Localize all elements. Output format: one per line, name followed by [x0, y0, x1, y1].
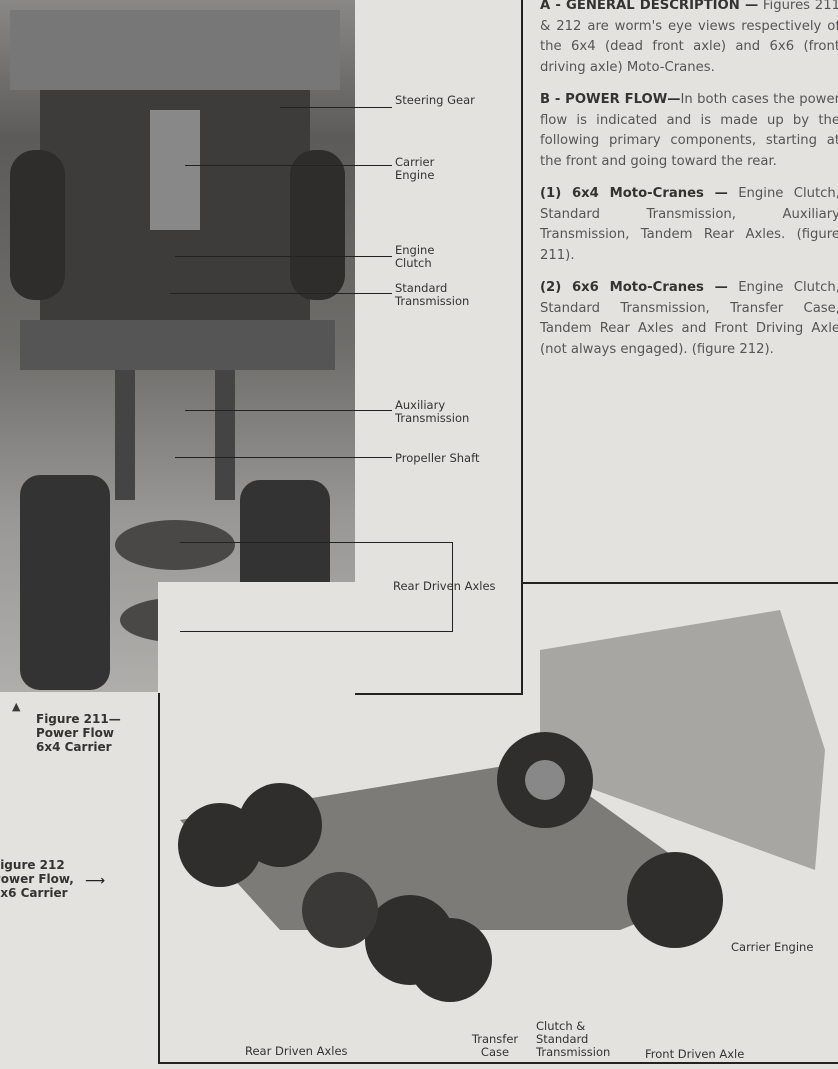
label-carrier-engine-212: Carrier Engine — [731, 940, 814, 954]
section-a-body: Figures 211 & 212 are worm's eye views r… — [540, 0, 838, 75]
figure-212-frame-mask — [158, 582, 521, 693]
label-steering-gear: Steering Gear — [395, 93, 475, 107]
label-engine-clutch: Engine Clutch — [395, 243, 435, 270]
body-text-column: A - GENERAL DESCRIPTION — Figures 211 & … — [540, 0, 838, 372]
item-2-body: Engine Clutch, Standard Transmission, Tr… — [540, 280, 838, 357]
label-rear-driven-axles-212: Rear Driven Axles — [245, 1044, 348, 1058]
label-auxiliary-transmission: Auxiliary Transmission — [395, 398, 470, 425]
label-standard-transmission: Standard Transmission — [395, 281, 470, 308]
6x6-carrier-illustration — [178, 610, 825, 1002]
section-b-body: In both cases the power flow is indicate… — [540, 92, 838, 169]
label-rear-driven-axles-211: Rear Driven Axles — [393, 579, 496, 593]
item-1-body: Engine Clutch, Standard Transmission, Au… — [540, 186, 838, 263]
figure-212-photo — [160, 600, 838, 1040]
item-1-heading: (1) 6x4 Moto-Cranes — — [540, 186, 728, 201]
label-carrier-engine: Carrier Engine — [395, 155, 435, 182]
right-arrow-icon: ⟶ — [85, 873, 106, 889]
up-arrow-icon: ▲ — [12, 700, 21, 713]
item-2-heading: (2) 6x6 Moto-Cranes — — [540, 280, 728, 295]
label-propeller-shaft: Propeller Shaft — [395, 451, 480, 465]
label-clutch-standard-transmission: Clutch & Standard Transmission — [536, 1019, 611, 1059]
label-front-driven-axle: Front Driven Axle — [645, 1047, 745, 1061]
section-a-heading: A - GENERAL DESCRIPTION — — [540, 0, 759, 13]
figure-211-frame-corner — [355, 582, 523, 695]
section-b-heading: B - POWER FLOW— — [540, 92, 681, 107]
label-transfer-case: Transfer Case — [471, 1032, 519, 1059]
